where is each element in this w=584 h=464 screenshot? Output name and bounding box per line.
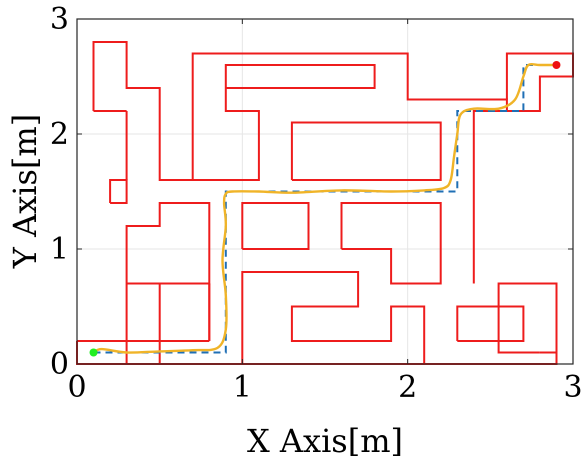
trajectory-line	[92, 62, 557, 354]
goal-point	[552, 61, 561, 69]
x-tick-label: 2	[398, 370, 417, 405]
x-axis-label: X Axis[m]	[247, 422, 403, 460]
maze-wall	[340, 202, 442, 285]
markers	[89, 61, 561, 357]
y-tick-label: 0	[50, 347, 69, 382]
maze-wall	[241, 202, 310, 250]
x-tick-label: 0	[67, 370, 86, 405]
x-tick-label: 3	[563, 370, 582, 405]
y-tick-label: 2	[50, 117, 69, 152]
reference-path-line	[93, 64, 557, 354]
maze-walls	[76, 41, 574, 365]
maze-wall	[456, 305, 525, 342]
ticks: 0 1 2 3 0 1 2 3	[50, 2, 583, 405]
start-point	[89, 348, 98, 357]
y-tick-label: 3	[50, 2, 69, 37]
x-tick-label: 1	[233, 370, 252, 405]
plot-frame	[76, 18, 574, 365]
paths	[92, 62, 557, 354]
y-tick-label: 1	[50, 232, 69, 267]
maze-wall	[241, 271, 426, 364]
y-axis-label: Y Axis[m]	[6, 114, 44, 269]
maze-wall	[92, 41, 193, 181]
maze-wall	[290, 121, 442, 181]
maze-wall	[224, 64, 376, 89]
